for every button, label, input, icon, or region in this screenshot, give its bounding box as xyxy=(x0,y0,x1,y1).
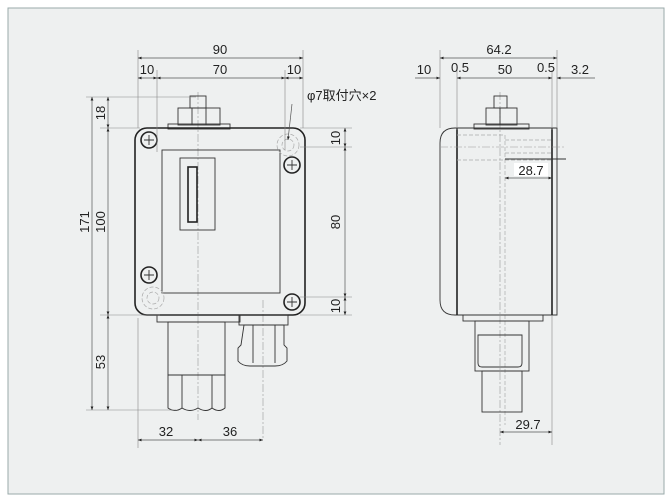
dim-18: 18 xyxy=(93,106,108,120)
dim-32: 32 xyxy=(159,424,173,439)
dim-10-bottom: 10 xyxy=(328,299,343,313)
scale-window xyxy=(179,157,216,231)
side-dimensions: 64.2 10 0.5 50 0.5 3.2 28.7 29.7 xyxy=(415,42,595,445)
dim-0-5-left: 0.5 xyxy=(451,60,469,75)
dim-50: 50 xyxy=(498,62,512,77)
screw-icon xyxy=(283,156,301,174)
dim-10-top: 10 xyxy=(328,131,343,145)
scale-slot xyxy=(187,166,198,223)
dim-70: 70 xyxy=(213,62,227,77)
pressure-port-side xyxy=(481,370,523,413)
dim-28-7: 28.7 xyxy=(518,163,543,178)
screw-icon xyxy=(283,293,301,311)
switch-body-side xyxy=(439,127,558,316)
dim-100: 100 xyxy=(93,211,108,233)
dim-53: 53 xyxy=(93,355,108,369)
cover-face xyxy=(161,149,281,294)
front-dimensions: 90 10 70 10 171 18 100 53 10 80 10 32 36 xyxy=(77,42,352,448)
dim-36: 36 xyxy=(223,424,237,439)
dim-80: 80 xyxy=(328,215,343,229)
hole-note: φ7取付穴×2 xyxy=(307,88,376,103)
dim-64-2: 64.2 xyxy=(486,42,511,57)
cable-gland xyxy=(237,314,289,367)
mounting-hole-icon xyxy=(276,133,300,157)
dim-10-left: 10 xyxy=(140,62,154,77)
dim-10-right: 10 xyxy=(287,62,301,77)
dim-3-2: 3.2 xyxy=(571,62,589,77)
dim-0-5-right: 0.5 xyxy=(537,60,555,75)
dim-90: 90 xyxy=(213,42,227,57)
mounting-hole-icon xyxy=(141,286,165,310)
dim-29-7: 29.7 xyxy=(515,417,540,432)
screw-icon xyxy=(140,266,158,284)
frame xyxy=(7,7,665,495)
front-view: φ7取付穴×2 xyxy=(134,88,376,440)
hex-nut xyxy=(177,107,221,126)
dim-10-side: 10 xyxy=(417,62,431,77)
side-view xyxy=(439,92,566,445)
dim-171: 171 xyxy=(77,211,92,233)
